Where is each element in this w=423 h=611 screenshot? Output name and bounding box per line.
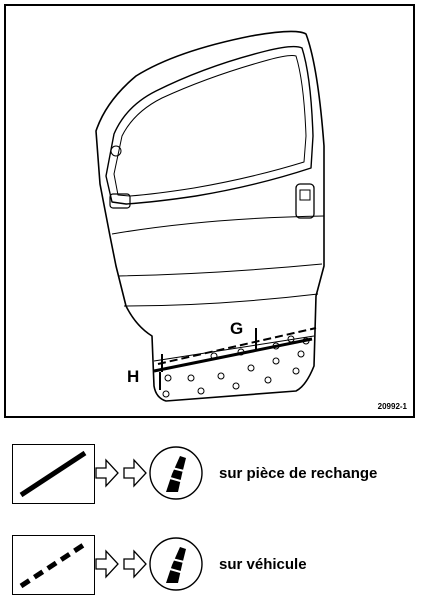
- legend-row-replacement-part: sur pièce de rechange: [0, 444, 423, 504]
- solid-line-swatch: [12, 444, 95, 504]
- arrow-icon: [95, 458, 119, 488]
- arrow-icon: [95, 549, 119, 579]
- door-diagram-frame: G H 20992-1: [4, 4, 415, 418]
- arrow-icon: [123, 458, 147, 488]
- hand-tool-icon: [149, 446, 203, 500]
- reference-code: 20992-1: [377, 402, 407, 411]
- label-h: H: [127, 367, 140, 386]
- door-panel-icon: [95, 30, 325, 402]
- legend-row-vehicle: sur véhicule: [0, 535, 423, 595]
- legend-text-replacement-part: sur pièce de rechange: [219, 465, 378, 482]
- label-g: G: [230, 319, 244, 338]
- arrow-icon: [123, 549, 147, 579]
- hand-tool-icon: [149, 537, 203, 591]
- legend-text-vehicle: sur véhicule: [219, 556, 307, 573]
- dashed-line-swatch: [12, 535, 95, 595]
